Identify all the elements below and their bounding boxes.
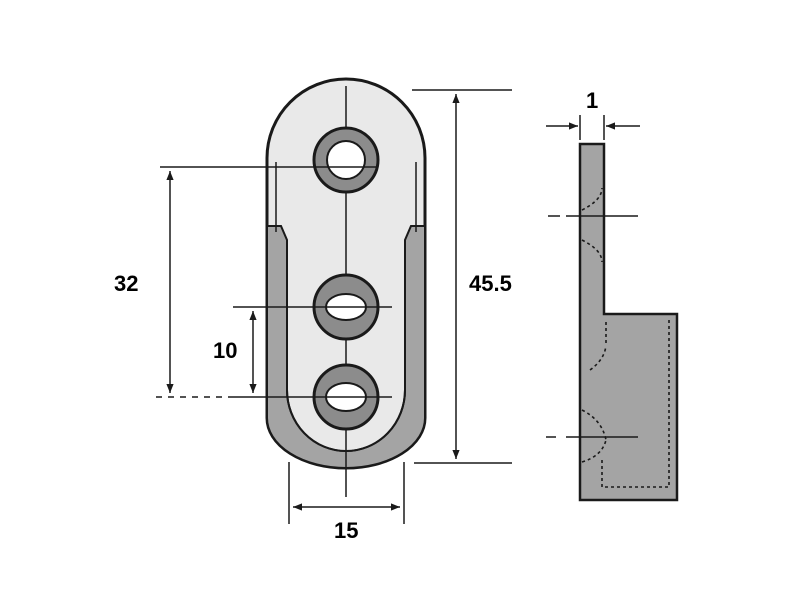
dim-45-label: 45.5 <box>469 271 512 296</box>
dim-10-label: 10 <box>213 338 237 363</box>
side-hidden-upper-holes <box>581 187 603 263</box>
front-view: 32 10 45.5 15 <box>114 77 512 543</box>
dim-1-label: 1 <box>586 88 598 113</box>
dim-15-label: 15 <box>334 518 358 543</box>
top-hole <box>312 126 380 194</box>
dim-32-label: 32 <box>114 271 138 296</box>
side-profile <box>578 142 679 502</box>
side-hidden-base <box>601 318 670 488</box>
side-view: 1 <box>546 88 679 502</box>
side-hidden-middle-hole <box>589 322 607 371</box>
